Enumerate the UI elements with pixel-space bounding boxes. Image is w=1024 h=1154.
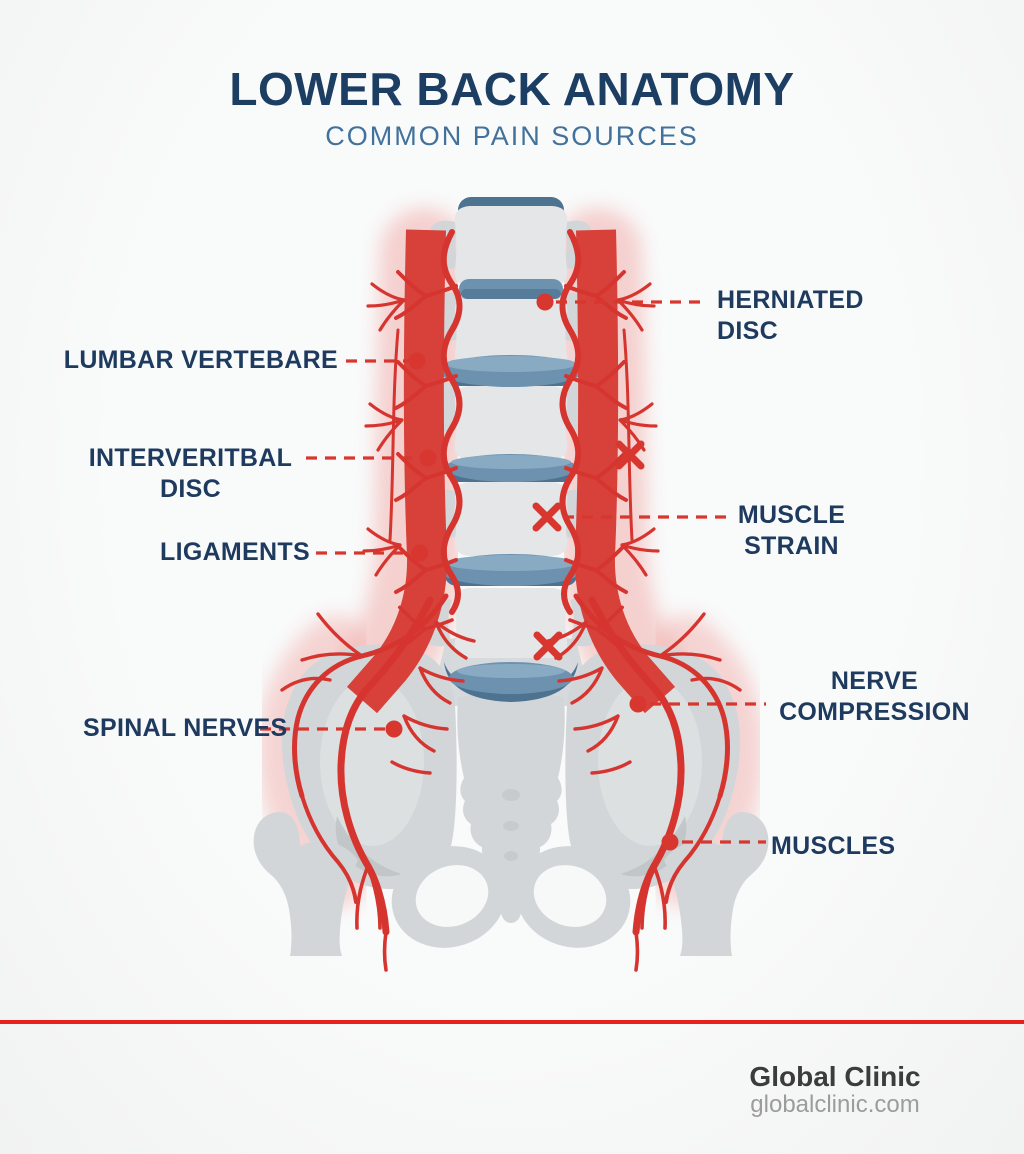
label-text: INTERVERITBAL — [88, 444, 293, 472]
intervertebral-discs — [439, 279, 583, 702]
label-ligaments: LIGAMENTS — [160, 537, 310, 568]
label-text: DISC — [717, 317, 778, 345]
spine-group — [422, 197, 600, 702]
label-text: MUSCLE — [737, 501, 846, 529]
vertebra-body — [454, 296, 568, 372]
label-text: STRAIN — [744, 532, 839, 560]
dot-nerve-compression — [629, 695, 647, 713]
label-text: MUSCLES — [771, 832, 896, 860]
label-muscle-strain: MUSCLE STRAIN — [714, 500, 869, 562]
dot-lumbar-vertebrae — [408, 352, 426, 370]
label-text: SPINAL NERVES — [83, 714, 288, 742]
vertebra-body — [454, 386, 568, 460]
label-muscles: MUSCLES — [771, 831, 895, 862]
label-text: NERVE — [830, 667, 919, 695]
vertebra-body — [454, 206, 568, 286]
label-text: DISC — [160, 475, 221, 503]
label-spinal-nerves: SPINAL NERVES — [83, 713, 287, 744]
dot-intervertebral-disc — [419, 449, 437, 467]
footer-divider-line — [0, 1020, 1024, 1024]
label-text: LIGAMENTS — [160, 538, 310, 566]
label-text: HERNIATED — [717, 286, 864, 314]
label-herniated-disc: HERNIATED DISC — [717, 285, 864, 347]
label-intervertebral-disc: INTERVERITBAL DISC — [88, 443, 293, 505]
coccyx — [495, 875, 527, 911]
label-lumbar-vertebrae: LUMBAR VERTEBARE — [40, 345, 338, 376]
label-text: COMPRESSION — [779, 698, 970, 726]
footer-website: globalclinic.com — [750, 1091, 920, 1118]
dot-ligaments — [411, 544, 429, 562]
dot-herniated-disc — [536, 293, 554, 311]
page-subtitle: COMMON PAIN SOURCES — [325, 121, 699, 151]
point-markers — [385, 293, 679, 851]
sacrum — [457, 690, 565, 882]
dot-spinal-nerves — [385, 720, 403, 738]
page-title: LOWER BACK ANATOMY — [229, 63, 795, 115]
leader-lines — [260, 300, 766, 844]
vertebra-body — [454, 482, 568, 556]
dot-muscles — [661, 833, 679, 851]
label-text: LUMBAR VERTEBARE — [63, 346, 338, 374]
footer-brand: Global Clinic — [749, 1061, 921, 1092]
label-nerve-compression: NERVE COMPRESSION — [762, 666, 987, 728]
